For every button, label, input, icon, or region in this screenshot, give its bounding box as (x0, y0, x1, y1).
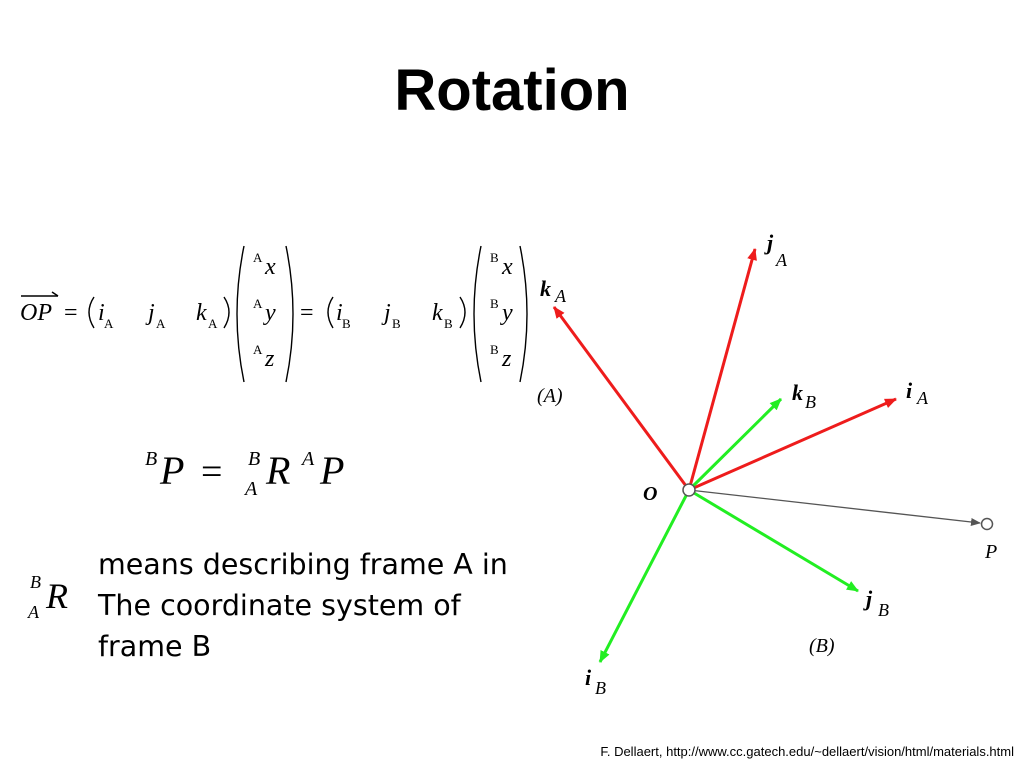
transform-p-sup: B (145, 448, 157, 470)
rotation-description: means describing frame A in The coordina… (98, 544, 598, 667)
description-line-1: means describing frame A in (98, 548, 508, 581)
equals-sign-2: = (300, 300, 314, 326)
op-line (688, 489, 981, 526)
label-j-a-sub: A (775, 250, 788, 270)
coord-b-z-sup: B (490, 342, 499, 357)
description-line-2: The coordinate system of (98, 589, 461, 622)
frame-diagram: j A k A i A k B j B i B (A) (B) O P (537, 230, 997, 698)
column-b-right-paren (519, 245, 528, 383)
basis-b-j-sub: B (392, 316, 401, 331)
column-a-right-paren (285, 245, 294, 383)
label-k-b: k (792, 380, 803, 405)
label-origin: O (643, 483, 657, 505)
label-i-a-sub: A (916, 388, 929, 408)
label-j-b-sub: B (878, 600, 889, 620)
transform-equals: = (201, 451, 222, 493)
label-k-b-sub: B (805, 392, 816, 412)
origin-marker (682, 483, 696, 497)
basis-b-k-sub: B (444, 316, 453, 331)
basis-b-i: i (336, 300, 343, 326)
axis-k-b (687, 397, 783, 492)
coord-b-y-sup: B (490, 296, 499, 311)
transform-equation: B P = B A R A P (145, 448, 344, 500)
axis-i-a (688, 397, 897, 492)
transform-ap: P (319, 448, 344, 493)
coord-a-z-sup: A (253, 342, 263, 357)
left-paren-a (88, 296, 95, 329)
vector-op: OP (20, 300, 52, 326)
axis-j-a (687, 248, 757, 491)
left-paren-b (327, 296, 334, 329)
basis-a-j-sub: A (156, 316, 166, 331)
description-line-3: frame B (98, 630, 212, 663)
coord-a-x: x (264, 254, 276, 280)
rotation-symbol-sub: A (27, 602, 40, 622)
slide-title: Rotation (394, 58, 630, 123)
equals-sign-1: = (64, 300, 78, 326)
right-paren-a (223, 296, 230, 329)
basis-a-i: i (98, 300, 105, 326)
label-i-b-sub: B (595, 678, 606, 698)
coord-b-x: x (501, 254, 513, 280)
axis-i-b (598, 489, 691, 663)
column-b-left-paren (473, 245, 482, 383)
point-p-marker (980, 517, 994, 531)
rotation-symbol: B A R (27, 572, 68, 622)
basis-b-k: k (432, 300, 443, 326)
label-point-p: P (984, 541, 997, 563)
coord-a-x-sup: A (253, 250, 263, 265)
basis-a-k: k (196, 300, 207, 326)
basis-a-i-sub: A (104, 316, 114, 331)
axis-k-a (552, 306, 691, 491)
transform-r: R (265, 448, 290, 493)
source-credit: F. Dellaert, http://www.cc.gatech.edu/~d… (600, 744, 1014, 759)
transform-ap-sup: A (300, 448, 315, 470)
label-j-a: j (764, 230, 774, 255)
axis-j-b (688, 488, 859, 593)
basis-a-j: j (145, 300, 155, 326)
coord-a-y: y (263, 300, 276, 326)
coord-b-z: z (501, 346, 512, 372)
rotation-symbol-r: R (45, 576, 68, 616)
label-i-a: i (906, 378, 913, 403)
coordinate-equation: OP = i A j A k A A x A y A z = i B j B k… (20, 245, 528, 383)
coord-b-y: y (500, 300, 513, 326)
basis-a-k-sub: A (208, 316, 218, 331)
transform-r-sup: B (248, 448, 260, 470)
coord-b-x-sup: B (490, 250, 499, 265)
transform-p: P (159, 448, 184, 493)
rotation-symbol-sup: B (30, 572, 41, 592)
label-frame-b: (B) (809, 635, 835, 657)
basis-b-j: j (381, 300, 391, 326)
label-k-a-sub: A (554, 286, 567, 306)
label-i-b: i (585, 665, 592, 690)
coord-a-y-sup: A (253, 296, 263, 311)
basis-b-i-sub: B (342, 316, 351, 331)
vector-overline-arrow (51, 291, 59, 297)
right-paren-b (459, 296, 466, 329)
label-frame-a: (A) (537, 385, 563, 407)
label-j-b: j (863, 586, 873, 611)
column-a-left-paren (236, 245, 245, 383)
label-k-a: k (540, 276, 551, 301)
coord-a-z: z (264, 346, 275, 372)
transform-r-sub: A (243, 478, 258, 500)
